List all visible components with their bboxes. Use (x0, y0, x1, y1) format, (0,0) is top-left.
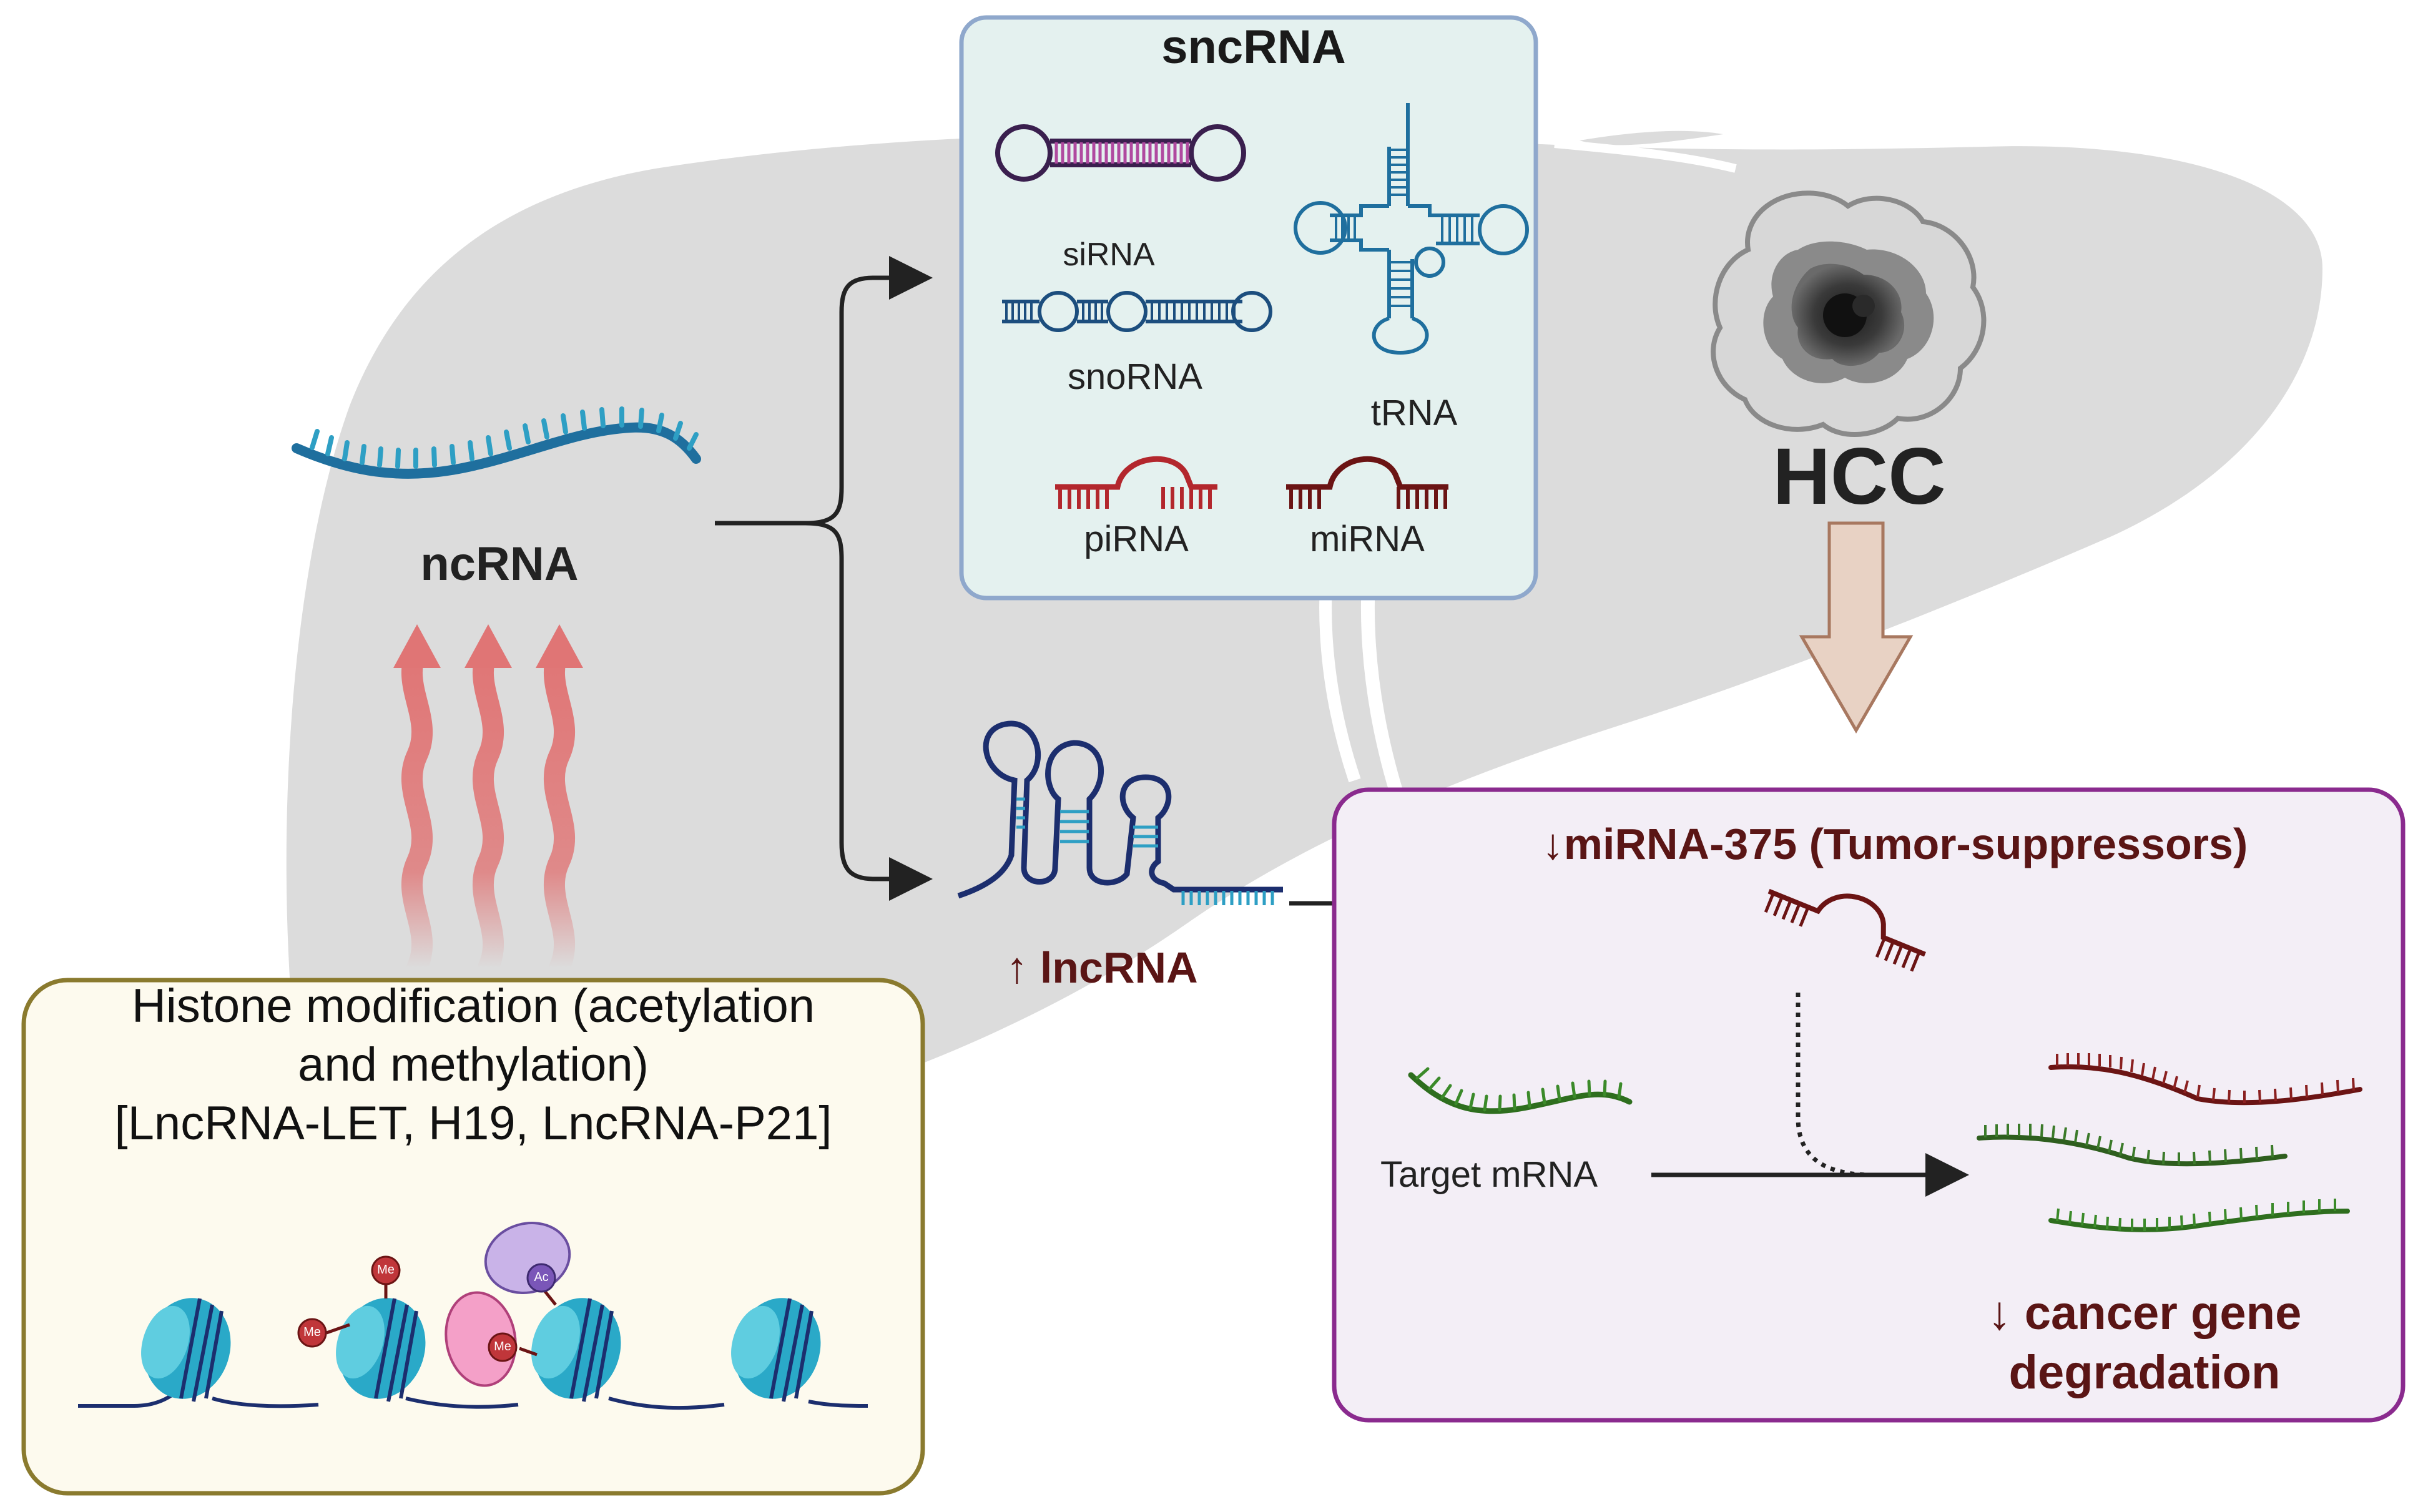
mirna-label: miRNA (1310, 519, 1425, 559)
acetyl-mark-icon (526, 1263, 556, 1293)
histone-line-2: and methylation) (298, 1038, 649, 1091)
hairpin-rna-icon (995, 124, 1246, 182)
heat-arrows-icon (393, 624, 583, 978)
pirna-icon (1055, 456, 1217, 509)
sncrna-box (959, 15, 1538, 601)
chromatin-icon (78, 1222, 868, 1410)
ncrna-strand-icon (292, 406, 701, 479)
methyl-mark-icon (371, 1255, 401, 1285)
target-mrna-icon (1408, 1067, 1633, 1114)
mirna375-icon (1764, 888, 1926, 972)
methyl-mark-icon (488, 1332, 518, 1362)
sirna-label: siRNA (1063, 237, 1155, 273)
nucleosome-icon (531, 1298, 621, 1402)
guide-dotted-line (1796, 993, 1874, 1177)
me-label: Me (377, 1263, 395, 1277)
ncrna-label: ncRNA (420, 538, 579, 591)
nucleosome-icon (141, 1298, 231, 1402)
histone-line-3: [LncRNA-LET, H19, LncRNA-P21] (114, 1097, 832, 1150)
methyltransferase-icon (445, 1291, 517, 1387)
tumor-icon (1711, 190, 1987, 437)
trna-label: tRNA (1370, 393, 1458, 433)
hcc-arrow-icon (1799, 521, 1914, 734)
degraded-mrna-icon (1977, 1053, 2362, 1232)
ac-label: Ac (534, 1270, 549, 1284)
methyl-mark-icon (297, 1318, 327, 1348)
snorna-label: snoRNA (1068, 356, 1202, 397)
pirna-label: piRNA (1084, 519, 1189, 559)
result-line-2: degradation (2008, 1346, 2281, 1399)
nucleosome-icon (731, 1298, 821, 1402)
result-line-1: ↓ cancer gene (1987, 1287, 2302, 1340)
lncrna-icon (957, 720, 1283, 905)
hcc-label: HCC (1772, 432, 1946, 521)
mirna375-box (1332, 787, 2406, 1423)
mirna375-title: ↓miRNA-375 (Tumor-suppressors) (1541, 820, 2248, 868)
trna-icon (1294, 103, 1529, 355)
me-label: Me (494, 1340, 511, 1353)
snorna-icon (1002, 291, 1272, 332)
histone-box (21, 978, 925, 1496)
lncrna-label: ↑ lncRNA (1006, 943, 1198, 992)
branch-connector (715, 256, 933, 901)
histone-line-1: Histone modification (acetylation (131, 979, 815, 1033)
sncrna-title: sncRNA (1161, 21, 1346, 74)
me-label: Me (303, 1325, 321, 1339)
mirna-icon (1286, 456, 1448, 509)
target-mrna-label: Target mRNA (1380, 1154, 1598, 1195)
